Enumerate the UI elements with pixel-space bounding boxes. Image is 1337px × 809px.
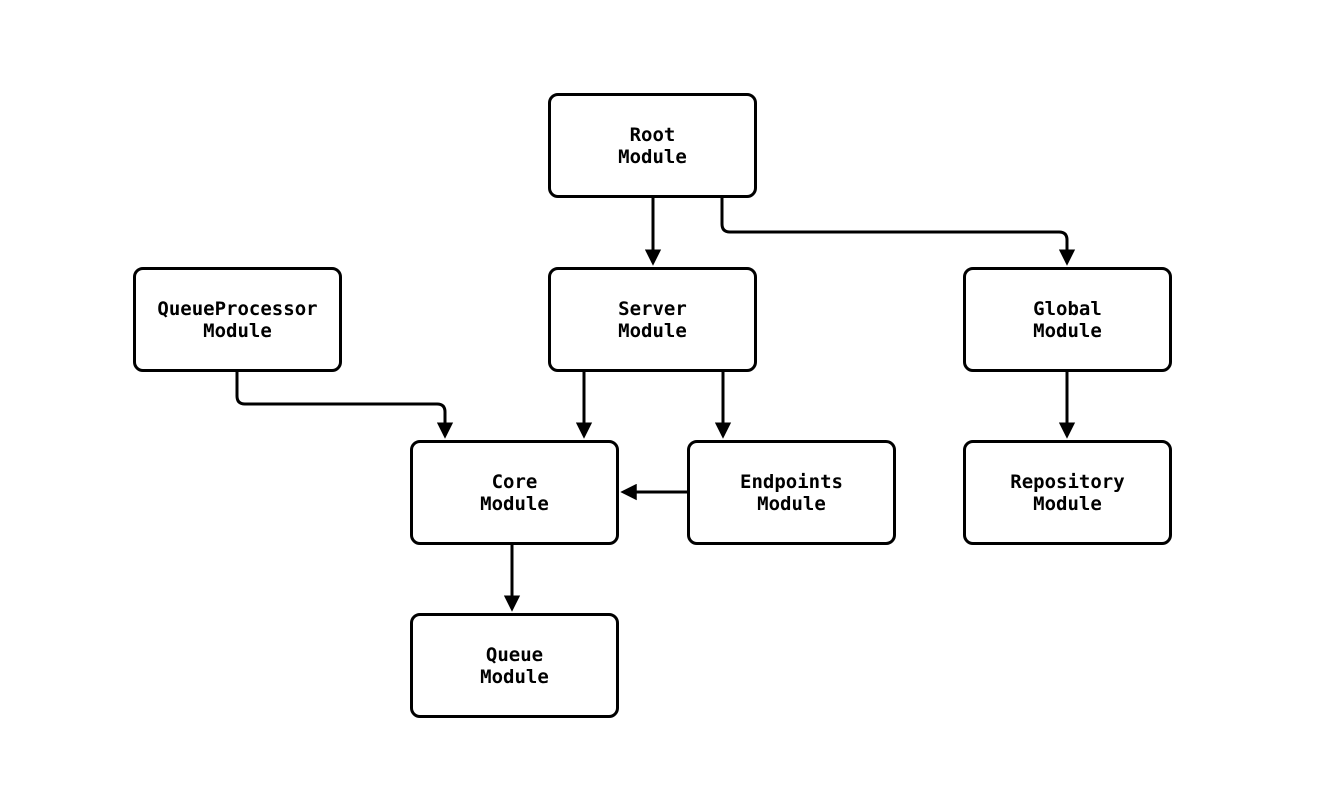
module-node-label: Server <box>618 297 687 320</box>
module-node-label: Repository <box>1010 470 1125 493</box>
module-node-label: Module <box>480 665 549 688</box>
module-node-label: Module <box>480 492 549 515</box>
module-node-label: Root <box>629 123 676 146</box>
module-node-label: Module <box>203 319 272 342</box>
module-node-label: Module <box>757 492 826 515</box>
module-node-label: Queue <box>485 643 544 666</box>
module-node-label: QueueProcessor <box>157 297 318 320</box>
module-node-label: Global <box>1033 297 1102 320</box>
module-node-label: Module <box>618 319 687 342</box>
module-node-label: Module <box>1033 319 1102 342</box>
module-node-label: Core <box>491 470 538 493</box>
module-node-label: Module <box>618 145 687 168</box>
module-node-label: Endpoints <box>740 470 843 493</box>
module-node-label: Module <box>1033 492 1102 515</box>
